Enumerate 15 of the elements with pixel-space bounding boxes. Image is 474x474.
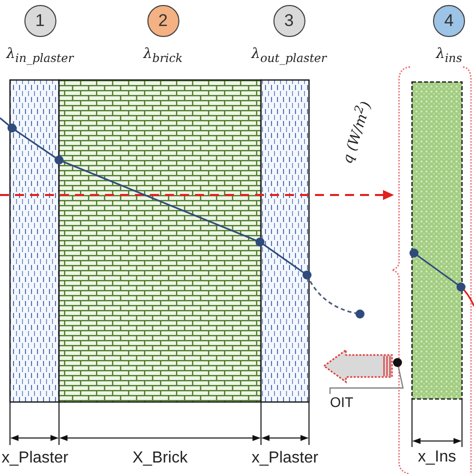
number-circle: 3 <box>273 5 305 37</box>
number-circle: 1 <box>24 5 56 37</box>
number-circle: 2 <box>147 5 179 37</box>
leader-line <box>329 366 404 394</box>
conductivity-symbol: λ$_{in_plaster}$ <box>6 45 74 67</box>
number-circle: 4 <box>433 5 465 37</box>
conductivity-symbol: λ$_{brick}$ <box>143 45 183 67</box>
dimension-label: x_Ins <box>418 448 456 466</box>
dimension-label: x_Plaster <box>2 450 68 466</box>
dimension-label: x_Plaster <box>252 450 318 466</box>
conductivity-symbol: λ$_{ins}$ <box>436 45 462 67</box>
leader-label: OIT <box>330 394 354 411</box>
dot-marker-icon <box>393 358 402 367</box>
dimension-label: X_Brick <box>132 450 188 466</box>
conductivity-symbol: λ$_{out_plaster}$ <box>251 45 327 67</box>
